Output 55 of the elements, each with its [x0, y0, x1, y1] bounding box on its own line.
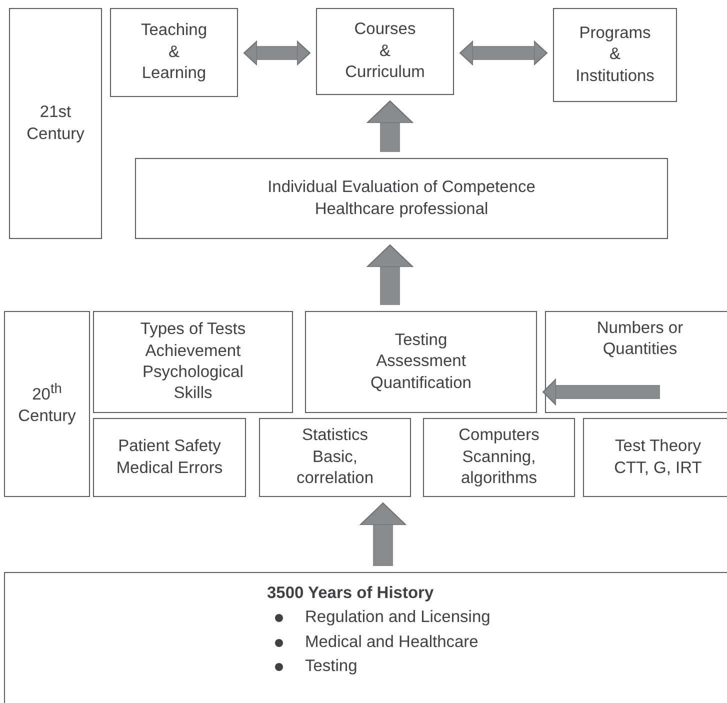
label: Assessment: [376, 351, 466, 372]
label: Statistics: [302, 425, 368, 446]
text-box: [110, 8, 238, 97]
label: CTT, G, IRT: [614, 458, 702, 478]
label: Scanning,: [462, 446, 536, 468]
text-box: [9, 8, 102, 239]
label: Testing: [394, 330, 448, 351]
block-arrow: [366, 100, 414, 152]
label: Numbers or Quantities: [596, 318, 684, 360]
text-box: [423, 418, 575, 497]
text-box: [93, 311, 293, 413]
label: Computers: [458, 425, 540, 446]
label: Patient Safety: [118, 436, 221, 458]
text-box: [93, 418, 246, 497]
heading: 3500 Years of History: [267, 583, 434, 604]
history-box: [4, 572, 727, 703]
label: algorithms: [460, 468, 538, 490]
label: Institutions: [576, 66, 654, 87]
block-arrow: [542, 378, 660, 406]
label: 21st Century: [26, 102, 86, 144]
text-box: [553, 8, 677, 102]
list-item: Regulation and Licensing: [305, 607, 490, 628]
text-box: [259, 418, 411, 497]
label: Medical Errors: [116, 458, 223, 478]
label: Teaching: [140, 20, 208, 42]
label: Types of Tests: [140, 319, 246, 340]
block-arrow: [460, 40, 548, 66]
label: &: [379, 40, 390, 62]
block-arrow: [366, 244, 414, 305]
text-box: [4, 311, 90, 497]
label: Basic,: [312, 446, 358, 468]
text-box: [305, 311, 537, 413]
list-item: Medical and Healthcare: [305, 632, 478, 653]
text-box: [135, 158, 668, 239]
label: 20$^{th}$ Century: [17, 380, 77, 428]
label: Curriculum: [345, 62, 425, 84]
label: correlation: [296, 468, 374, 490]
label: Healthcare professional: [314, 198, 488, 220]
text-box: [583, 418, 727, 497]
label: Learning: [142, 63, 206, 84]
text-box: [545, 311, 727, 413]
label: Programs: [579, 22, 651, 44]
label: Individual Evaluation of Competence: [268, 177, 536, 198]
list-item: Testing: [305, 656, 358, 678]
label: Achievement: [145, 340, 241, 362]
label: Skills: [174, 383, 212, 404]
label: &: [609, 44, 620, 66]
label: &: [168, 42, 180, 63]
label: Test Theory: [615, 436, 701, 458]
text-box: [316, 8, 454, 95]
block-arrow: [244, 40, 310, 66]
block-arrow: [360, 502, 406, 566]
label: Courses: [354, 19, 416, 40]
label: Quantification: [370, 372, 472, 394]
label: Psychological: [142, 362, 244, 383]
